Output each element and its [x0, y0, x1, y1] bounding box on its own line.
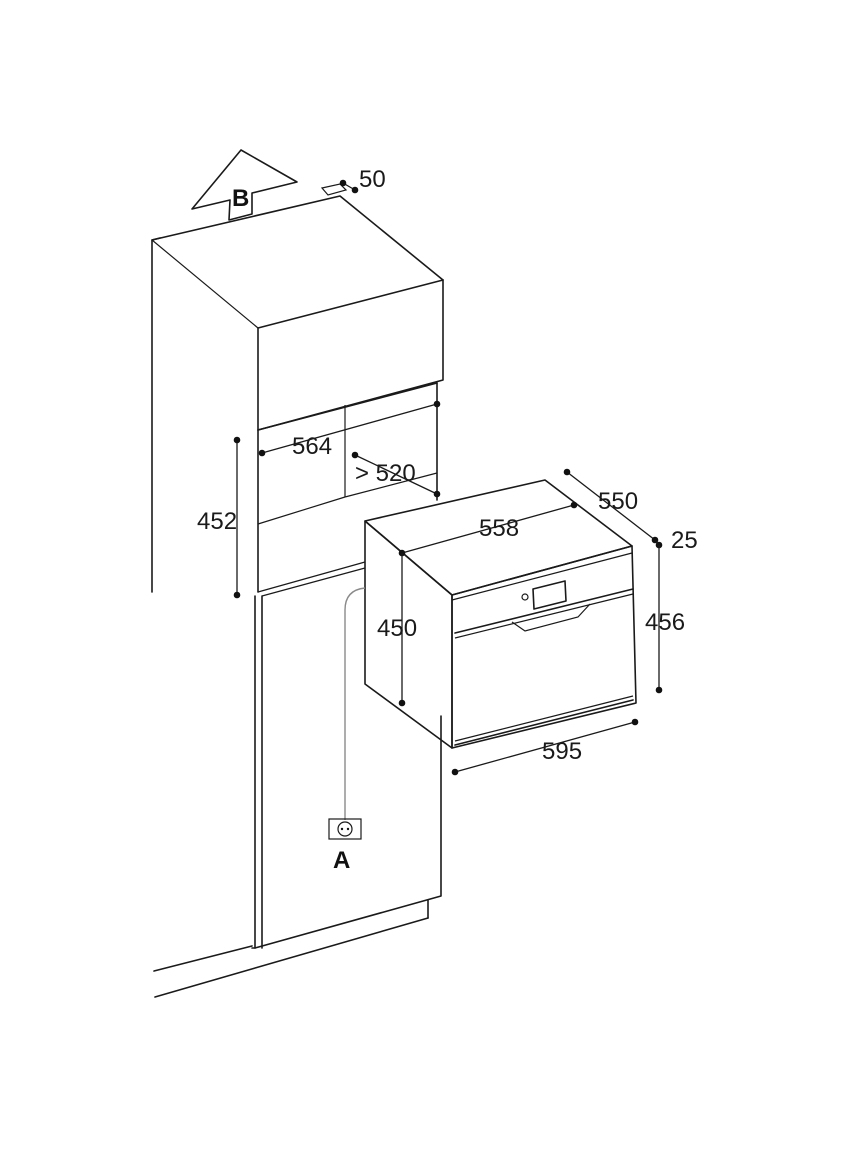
power-socket-icon: A: [328, 818, 362, 874]
dim-niche-height: 452: [197, 508, 237, 535]
socket-label-a: A: [333, 847, 350, 874]
dim-front-height: 456: [645, 609, 685, 636]
dim-top-gap: 50: [359, 166, 386, 193]
dim-front-thickness: 25: [671, 527, 698, 554]
direction-label-b: B: [232, 185, 249, 212]
dimension-lines: [233, 179, 663, 776]
dim-appliance-height: 450: [377, 615, 417, 642]
tall-cabinet: [151, 183, 444, 949]
dimension-labels: 50 564 > 520 452 550 558 25 450 456 595: [197, 166, 698, 765]
appliance: [364, 479, 637, 749]
power-cable: [344, 587, 366, 820]
floor: [153, 917, 429, 998]
dim-appliance-depth: 550: [598, 488, 638, 515]
dim-niche-width: 564: [292, 433, 332, 460]
dim-niche-depth: > 520: [355, 460, 416, 487]
dim-appliance-width: 558: [479, 515, 519, 542]
dim-front-width: 595: [542, 738, 582, 765]
up-arrow-icon: B: [191, 149, 298, 221]
